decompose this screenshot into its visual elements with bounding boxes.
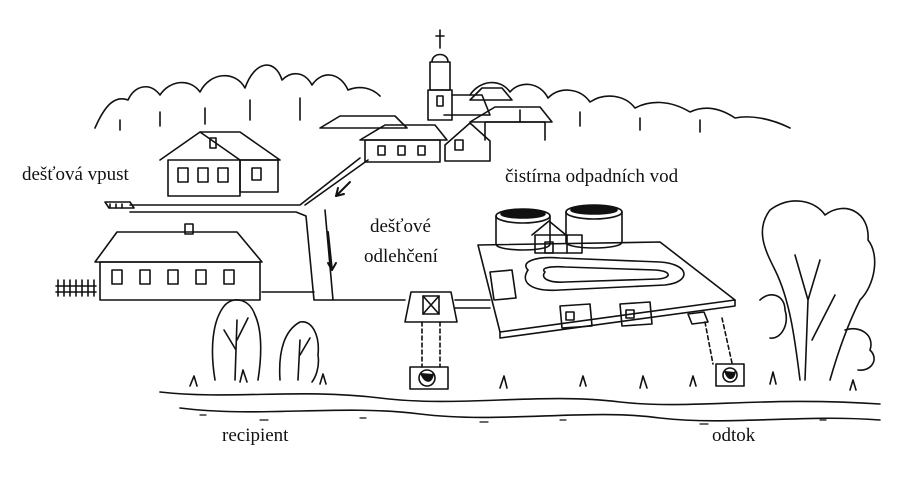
overflow-label-line1: dešťové bbox=[370, 216, 431, 237]
house-icon bbox=[55, 223, 263, 301]
recipient-stream bbox=[159, 369, 881, 425]
outlet-pipe-icon bbox=[715, 363, 745, 387]
overflow-chamber-icon bbox=[404, 291, 458, 368]
flow-arrow-icon bbox=[327, 181, 351, 271]
tree-icon bbox=[759, 200, 876, 381]
rain-inlet-label: dešťová vpust bbox=[22, 164, 129, 185]
church-icon bbox=[427, 29, 491, 121]
sewer-lines bbox=[129, 157, 491, 309]
tank-icon bbox=[495, 208, 551, 251]
rain-inlet-grate bbox=[104, 201, 135, 209]
outflow-label: odtok bbox=[712, 425, 756, 446]
tank-icon bbox=[565, 204, 623, 249]
recipient-label: recipient bbox=[222, 425, 289, 446]
background-treeline bbox=[94, 64, 791, 133]
tree-icon bbox=[211, 299, 320, 383]
treatment-plant-label: čistírna odpadních vod bbox=[505, 166, 679, 187]
house-icon bbox=[159, 131, 281, 197]
village-houses bbox=[319, 87, 553, 163]
treatment-plant bbox=[477, 204, 736, 365]
outlet-pipe-icon bbox=[409, 366, 449, 390]
overflow-label-line2: odlehčení bbox=[364, 246, 438, 267]
